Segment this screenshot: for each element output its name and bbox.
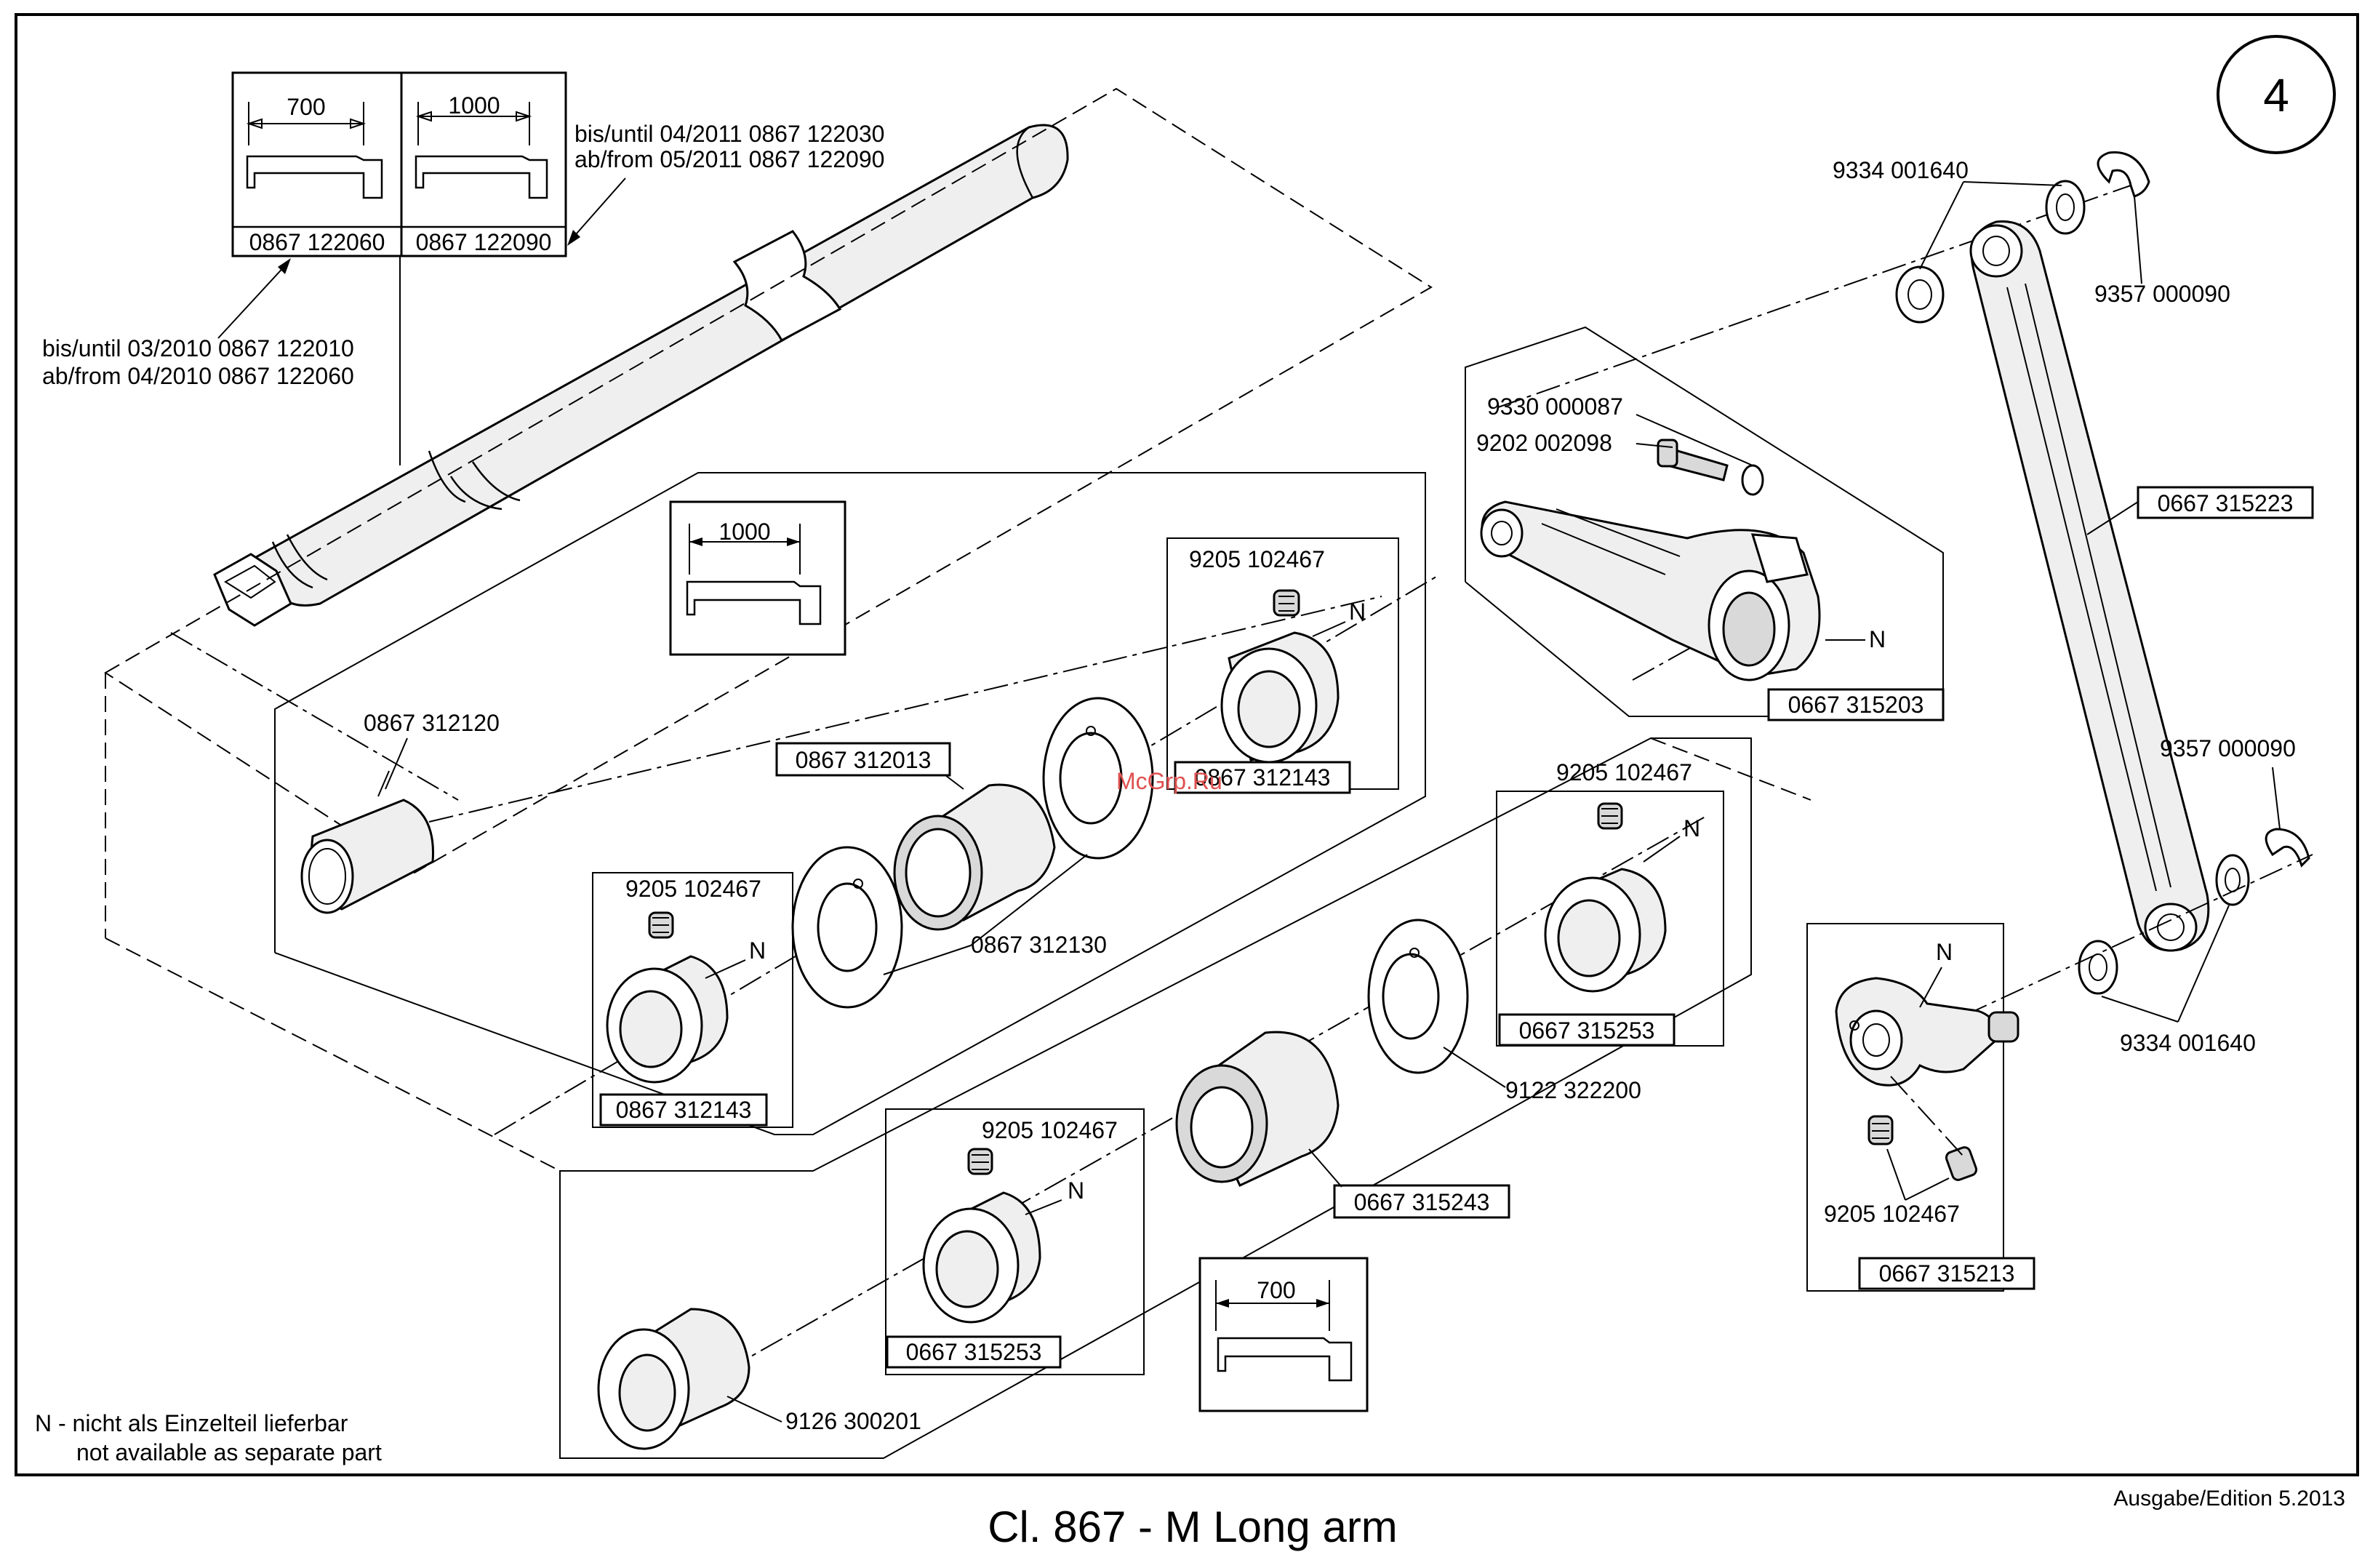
label-screw-left: 9205 102467 <box>625 876 761 902</box>
n-crank-lower: N <box>1936 939 1953 965</box>
label-bushing: 0867 312120 <box>364 710 500 736</box>
label-clip-bottom: 9357 000090 <box>2160 735 2296 761</box>
shaft-note-2b: ab/from 04/2010 0867 122060 <box>42 363 354 389</box>
crank-lower <box>1835 977 2019 1087</box>
shaft-note-1b: ab/from 05/2011 0867 122090 <box>575 146 884 172</box>
collar-upper <box>1220 589 1340 764</box>
label-clip-top: 9357 000090 <box>2094 281 2230 307</box>
n-left: N <box>749 937 766 964</box>
length-box-700-bottom: 700 <box>1198 1257 1369 1412</box>
label-washer-top: 9334 001640 <box>1833 157 1969 183</box>
label-collar-right: 0667 315253 <box>1519 1017 1655 1044</box>
collar-right <box>1544 802 1667 993</box>
sleeve <box>893 783 1056 931</box>
label-collar-left: 0867 312143 <box>616 1097 752 1123</box>
screw-crank-upper <box>1657 439 1764 496</box>
footnote-en: not available as separate part <box>76 1439 382 1465</box>
collar-left <box>606 911 729 1084</box>
label-collar-upper: 0867 312143 <box>1195 764 1331 791</box>
watermark: McGrp.Ru <box>1116 768 1222 794</box>
sheet-number-badge: 4 <box>2217 35 2336 154</box>
page-title: Cl. 867 - M Long arm <box>988 1503 1398 1551</box>
shaft-part-left: 0867 122060 <box>249 229 385 255</box>
washer-top <box>1895 180 2086 324</box>
crank-upper <box>1480 500 1821 681</box>
washer-left <box>791 846 903 1009</box>
link-rod <box>1969 220 2210 952</box>
label-screw-lower: 9205 102467 <box>982 1117 1118 1143</box>
shaft-length-boxes: 700 1000 0867 122060 0867 122090 <box>231 71 567 257</box>
length-box-1000-mid: 1000 <box>669 500 846 656</box>
flange-bushing <box>597 1308 750 1450</box>
washer-bottom <box>2078 854 2250 995</box>
label-washer-pair: 0867 312130 <box>971 932 1107 958</box>
footnote-de: N - nicht als Einzelteil lieferbar <box>35 1410 348 1436</box>
label-crank-lower: 0667 315213 <box>1879 1260 2015 1287</box>
washer-upper <box>1042 697 1154 860</box>
n-right: N <box>1684 815 1700 841</box>
washer-right <box>1367 919 1469 1074</box>
label-washer-bottom: 9334 001640 <box>2120 1030 2256 1056</box>
length-700-top: 700 <box>287 94 325 120</box>
label-collar-lower: 0667 315253 <box>906 1339 1042 1365</box>
shaft-part-right: 0867 122090 <box>416 229 552 255</box>
sheet-number: 4 <box>2263 69 2289 121</box>
sheet-frame <box>15 13 2359 1476</box>
shaft-note-2a: bis/until 03/2010 0867 122010 <box>42 335 354 361</box>
shaft-note-1a: bis/until 04/2011 0867 122030 <box>575 121 884 147</box>
label-washer-crank-upper: 9330 000087 <box>1487 393 1623 420</box>
collar-lower <box>922 1148 1041 1324</box>
label-flange-bushing: 9126 300201 <box>785 1408 921 1434</box>
label-screw-crank-upper: 9202 002098 <box>1476 430 1612 456</box>
n-upper: N <box>1349 599 1366 625</box>
bushing <box>300 770 434 914</box>
label-washer-right: 9122 322200 <box>1505 1077 1641 1103</box>
label-crank-upper: 0667 315203 <box>1788 692 1924 718</box>
length-700-bottom: 700 <box>1257 1277 1295 1303</box>
label-sleeve-lower: 0667 315243 <box>1354 1189 1490 1215</box>
clip-top <box>2097 151 2150 198</box>
label-screw-upper: 9205 102467 <box>1189 546 1325 572</box>
screw-crank <box>1867 1115 1978 1181</box>
label-sleeve: 0867 312013 <box>796 747 932 773</box>
length-1000-top: 1000 <box>448 92 500 119</box>
edition: Ausgabe/Edition 5.2013 <box>2113 1487 2345 1511</box>
n-crank-upper: N <box>1869 626 1886 652</box>
n-lower: N <box>1068 1177 1084 1204</box>
clip-bottom <box>2265 828 2310 868</box>
label-screw-right: 9205 102467 <box>1556 759 1692 785</box>
length-1000-mid: 1000 <box>718 519 770 545</box>
label-link-rod: 0667 315223 <box>2158 490 2294 516</box>
sleeve-lower <box>1175 1031 1340 1187</box>
label-screw-crank: 9205 102467 <box>1824 1201 1960 1227</box>
